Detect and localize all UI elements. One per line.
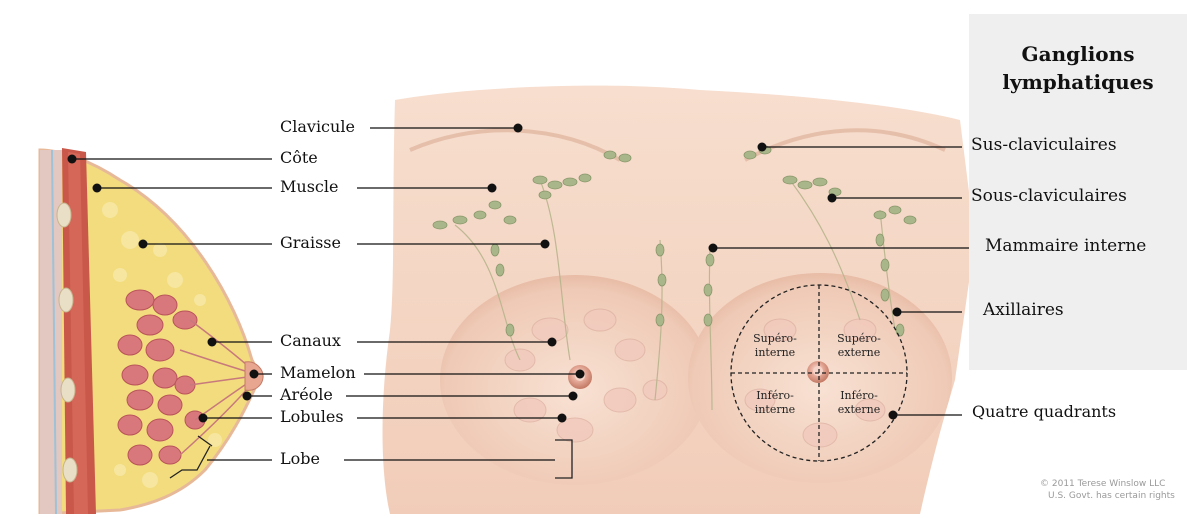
label-areole: Aréole bbox=[280, 387, 333, 403]
label-lobules: Lobules bbox=[280, 409, 344, 425]
quadrant-infero-externe: Inféro- externe bbox=[822, 389, 896, 417]
lymph-panel-title-line2: lymphatiques bbox=[969, 68, 1187, 96]
quadrant-infero-externe-line2: externe bbox=[822, 403, 896, 417]
front-view-torso bbox=[383, 86, 976, 514]
side-view-breast bbox=[40, 148, 263, 514]
label-sous-claviculaires: Sous-claviculaires bbox=[971, 188, 1127, 205]
quadrant-infero-externe-line1: Inféro- bbox=[822, 389, 896, 403]
label-canaux: Canaux bbox=[280, 333, 341, 349]
quadrant-supero-externe-line2: externe bbox=[822, 346, 896, 360]
quadrant-supero-interne-line2: interne bbox=[738, 346, 812, 360]
label-lobe: Lobe bbox=[280, 451, 320, 467]
label-quatre-quadrants: Quatre quadrants bbox=[972, 404, 1116, 420]
lymph-panel-title: Ganglions lymphatiques bbox=[969, 40, 1187, 96]
quadrant-infero-interne-line2: interne bbox=[738, 403, 812, 417]
quadrant-infero-interne: Inféro- interne bbox=[738, 389, 812, 417]
quadrant-infero-interne-line1: Inféro- bbox=[738, 389, 812, 403]
credit-line2: U.S. Govt. has certain rights bbox=[1048, 491, 1175, 502]
lymph-panel-title-line1: Ganglions bbox=[969, 40, 1187, 68]
credit-line1: © 2011 Terese Winslow LLC bbox=[1040, 479, 1165, 490]
label-axillaires: Axillaires bbox=[983, 302, 1064, 319]
quadrant-supero-externe-line1: Supéro- bbox=[822, 332, 896, 346]
label-graisse: Graisse bbox=[280, 235, 341, 251]
label-mamelon: Mamelon bbox=[280, 365, 356, 381]
label-cote: Côte bbox=[280, 150, 318, 166]
quadrant-supero-interne: Supéro- interne bbox=[738, 332, 812, 360]
label-clavicule: Clavicule bbox=[280, 119, 355, 135]
label-muscle: Muscle bbox=[280, 179, 338, 195]
quadrant-supero-interne-line1: Supéro- bbox=[738, 332, 812, 346]
label-sus-claviculaires: Sus-claviculaires bbox=[971, 137, 1117, 154]
quadrant-supero-externe: Supéro- externe bbox=[822, 332, 896, 360]
label-mammaire-interne: Mammaire interne bbox=[985, 238, 1146, 255]
